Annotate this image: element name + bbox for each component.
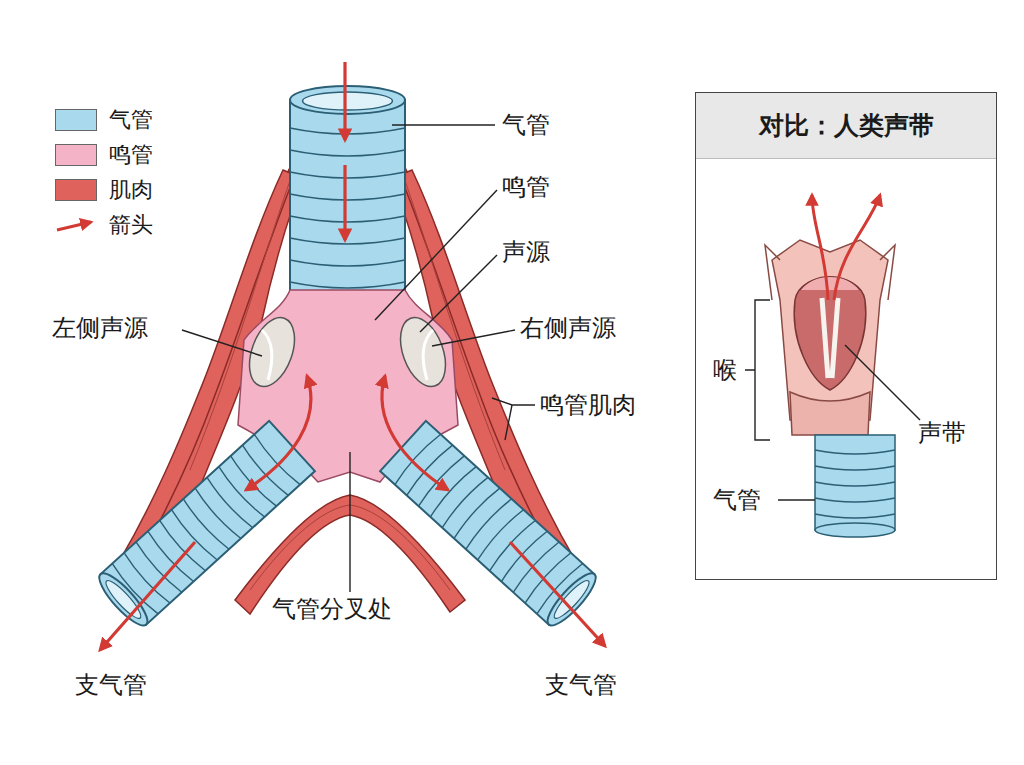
airflow-arrow	[100, 62, 605, 650]
part-label: 右侧声源	[520, 313, 616, 343]
legend-swatch	[55, 179, 97, 201]
bronchus-right	[380, 421, 602, 631]
legend-swatch	[55, 144, 97, 166]
part-label: 声带	[918, 418, 966, 448]
legend-text: 肌肉	[109, 175, 153, 205]
legend-arrow-sample	[55, 210, 99, 240]
sound-source	[241, 311, 454, 392]
part-label: 喉	[713, 355, 737, 385]
part-label: 气管分叉处	[272, 594, 392, 624]
part-label: 气管	[713, 485, 761, 515]
part-label: 声源	[502, 237, 550, 267]
legend-text: 箭头	[109, 210, 153, 240]
part-label: 气管	[502, 110, 550, 140]
inset-heading: 对比：人类声带	[696, 93, 996, 159]
part-label: 鸣管肌肉	[540, 390, 636, 420]
leader-line	[182, 125, 535, 592]
legend-swatch	[55, 109, 97, 131]
legend-text: 气管	[109, 105, 153, 135]
part-label: 支气管	[75, 670, 147, 700]
part-label: 支气管	[545, 670, 617, 700]
part-label: 左侧声源	[52, 313, 148, 343]
trachea	[290, 86, 405, 300]
part-label: 鸣管	[502, 172, 550, 202]
legend-text: 鸣管	[109, 140, 153, 170]
larynx-illustration	[745, 195, 920, 537]
